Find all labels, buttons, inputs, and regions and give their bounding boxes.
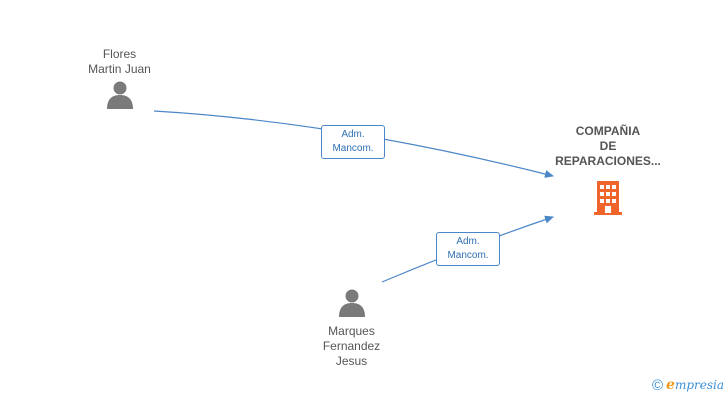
brand-name: mpresia [674,378,724,392]
person-name-line: Martin Juan [88,62,151,76]
company-node[interactable]: COMPAÑIA DE REPARACIONES... [528,124,688,215]
relation-label-line: Adm. [456,236,480,247]
person-name-line: Fernandez [322,339,381,353]
person-node-flores[interactable]: Flores Martin Juan [62,47,177,110]
brand-initial: e [666,377,675,393]
relation-label[interactable]: Adm. Mancom. [321,125,385,159]
company-name-line: DE [599,139,617,153]
copyright-symbol: © [651,377,664,394]
empresia-logo[interactable]: ©empresia [652,377,724,394]
person-name-line: Flores [102,47,137,61]
person-name-line: Marques [328,324,375,338]
company-name-line: REPARACIONES... [555,154,661,168]
person-icon [338,289,365,317]
relation-label-line: Mancom. [332,143,374,154]
person-name-line: Jesus [335,354,368,368]
building-icon [594,181,622,215]
relation-label-line: Mancom. [447,250,489,261]
person-node-marques[interactable]: Marques Fernandez Jesus [294,288,409,369]
relation-label[interactable]: Adm. Mancom. [436,232,500,266]
person-icon [106,81,133,109]
company-name-line: COMPAÑIA [575,124,641,138]
relation-label-line: Adm. [341,129,365,140]
